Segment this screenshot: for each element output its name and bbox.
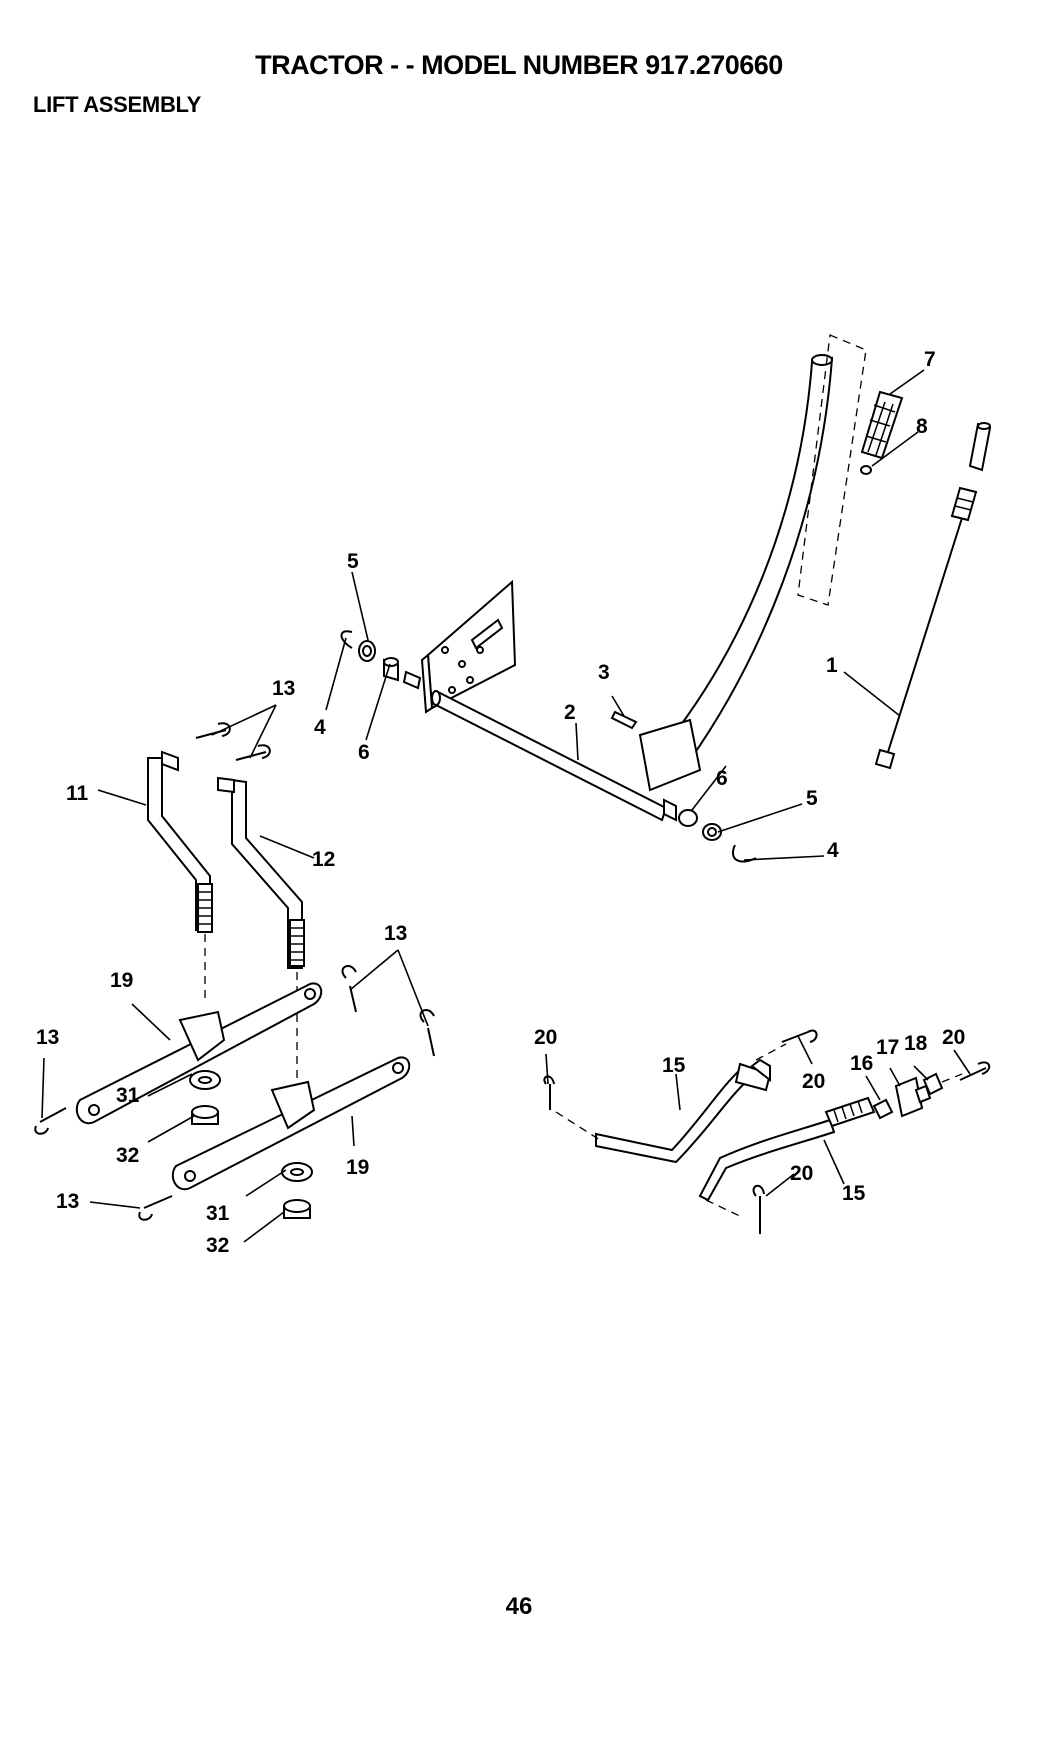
- lift-cable: [876, 423, 990, 768]
- clevis-pin-upper-1: [196, 723, 230, 738]
- callout-4-left: 4: [314, 716, 326, 739]
- callout-5-right: 5: [806, 787, 818, 810]
- hairpin-rod-lower: [754, 1186, 764, 1234]
- clevis-pin-arm-right: [343, 966, 357, 1012]
- callout-5-left: 5: [347, 550, 359, 573]
- callout-13-bottom: 13: [56, 1190, 79, 1213]
- callout-16: 16: [850, 1052, 873, 1075]
- callout-6-right: 6: [716, 767, 728, 790]
- callout-17: 17: [876, 1036, 899, 1059]
- callout-13-upper: 13: [272, 677, 295, 700]
- callout-7: 7: [924, 348, 936, 371]
- callout-19-lower: 19: [346, 1156, 369, 1179]
- callout-15-upper: 15: [662, 1054, 686, 1077]
- hairpin-left: [342, 631, 353, 648]
- callout-8: 8: [916, 415, 928, 438]
- lift-shaft: [432, 691, 666, 820]
- callout-13-left: 13: [36, 1026, 59, 1049]
- callout-12: 12: [312, 848, 335, 871]
- clevis-pin-arm-bottom: [139, 1196, 172, 1220]
- callout-6-left: 6: [358, 741, 370, 764]
- grip-ring: [861, 466, 871, 474]
- shaft-key: [612, 712, 636, 728]
- callout-20-lower: 20: [790, 1162, 813, 1185]
- callout-18: 18: [904, 1032, 928, 1055]
- callout-11: 11: [66, 782, 89, 805]
- callout-20-right: 20: [942, 1026, 965, 1049]
- lift-handle: [640, 355, 832, 790]
- bushing-right: [664, 800, 676, 820]
- callout-19-upper: 19: [110, 969, 133, 992]
- callout-2: 2: [564, 701, 576, 724]
- callout-20-middle: 20: [802, 1070, 825, 1093]
- callout-31-lower: 31: [206, 1202, 230, 1225]
- nut-16: [874, 1100, 892, 1118]
- washer-right-1: [679, 810, 697, 826]
- callout-3: 3: [598, 661, 610, 684]
- clevis-pin-arm-left: [35, 1108, 66, 1134]
- callout-13-arm-right: 13: [384, 922, 407, 945]
- callout-15-lower: 15: [842, 1182, 866, 1205]
- lift-link-left: [148, 752, 212, 932]
- callout-20-left: 20: [534, 1026, 557, 1049]
- callout-31-upper: 31: [116, 1084, 140, 1107]
- callout-4-right: 4: [827, 839, 839, 862]
- lift-link-right: [218, 778, 304, 968]
- callout-32-upper: 32: [116, 1144, 139, 1167]
- callout-32-lower: 32: [206, 1234, 229, 1257]
- clevis-pin-arm-far-right: [421, 1010, 435, 1056]
- callout-1: 1: [826, 654, 838, 677]
- page-number: 46: [0, 1593, 1038, 1621]
- hairpin-rod-upper-left: [544, 1076, 554, 1110]
